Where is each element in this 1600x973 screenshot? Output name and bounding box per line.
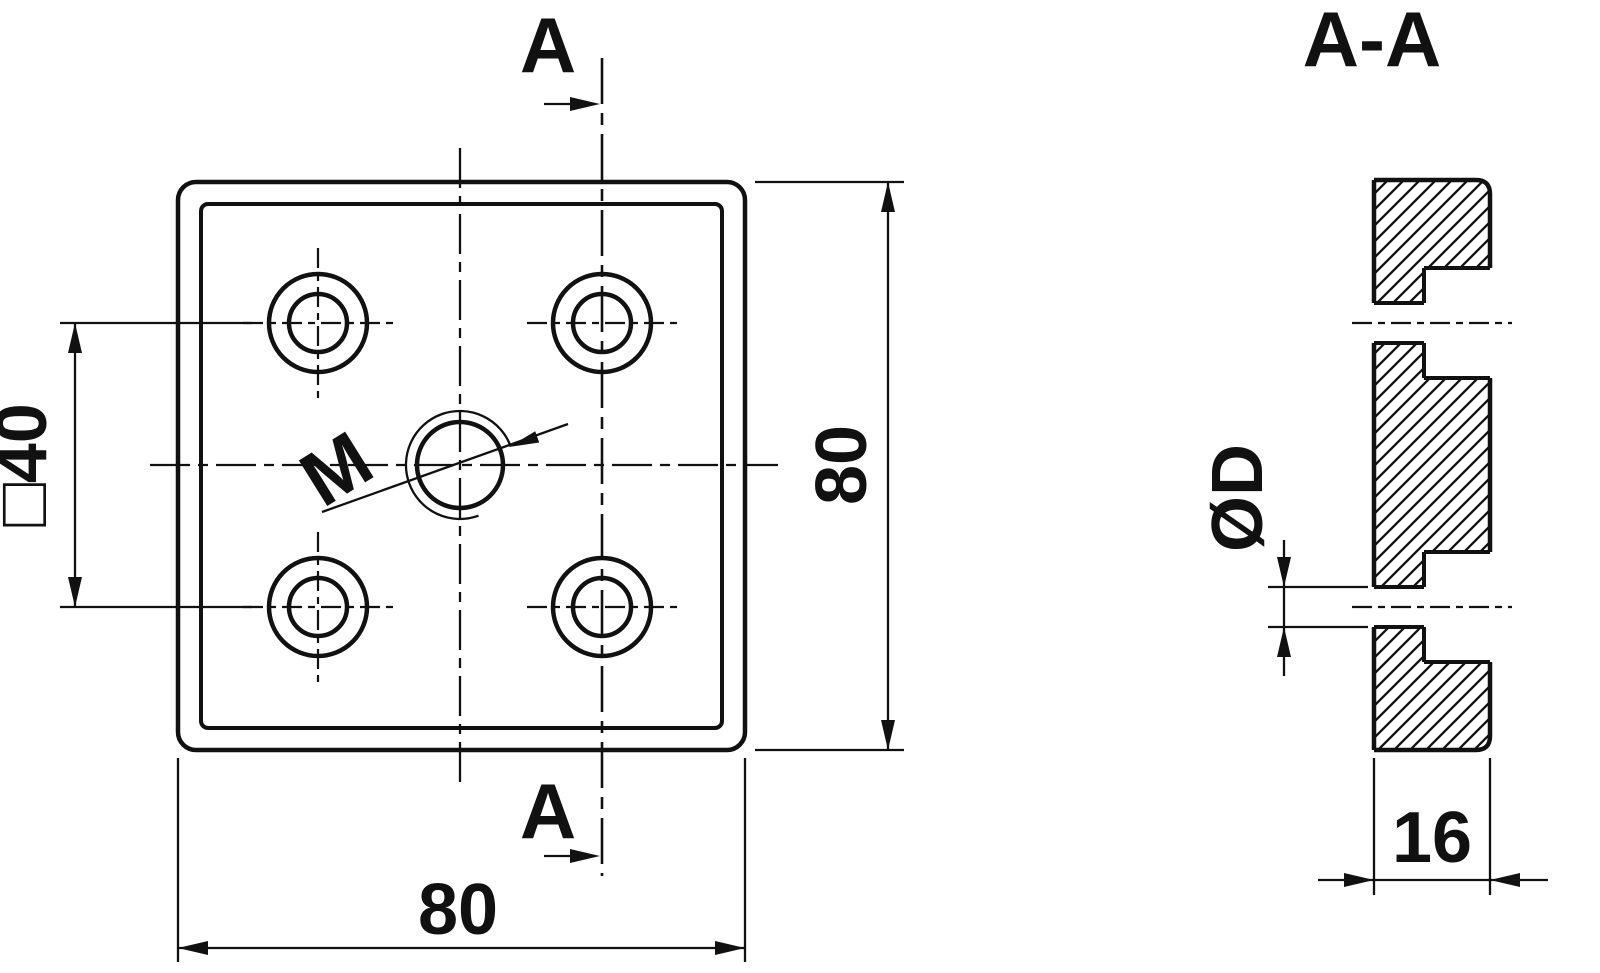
plate-inner-outline bbox=[199, 202, 724, 730]
section-outline bbox=[1371, 177, 1493, 753]
hole-bottom-right bbox=[527, 555, 677, 659]
dim-width-80-label: 80 bbox=[418, 870, 498, 950]
dim-thickness-16-label: 16 bbox=[1392, 798, 1472, 878]
section-view: A-A bbox=[1198, 0, 1548, 895]
dim-diameter-d-label: ØD bbox=[1198, 444, 1278, 552]
cut-arrow-bottom bbox=[544, 849, 600, 863]
dim-square-40-label: □40 bbox=[0, 403, 62, 527]
dim-height-80-label: 80 bbox=[802, 425, 882, 505]
dim-height-80: 80 bbox=[755, 180, 904, 752]
hole-top-left bbox=[243, 248, 393, 398]
dim-width-80: 80 bbox=[176, 758, 747, 962]
dim-diameter-d: ØD bbox=[1198, 444, 1368, 676]
cut-label-bottom: A bbox=[520, 767, 576, 855]
dim-square-40: □40 bbox=[0, 321, 252, 609]
plate-outer-outline bbox=[175, 179, 748, 753]
cut-arrow-top bbox=[544, 97, 600, 111]
center-threaded-hole bbox=[404, 409, 512, 521]
hole-bottom-left bbox=[243, 532, 393, 682]
section-counterbore-top bbox=[1374, 266, 1490, 380]
dim-thickness-16: 16 bbox=[1318, 758, 1548, 895]
section-counterbore-bottom bbox=[1374, 550, 1490, 664]
cut-label-top: A bbox=[520, 1, 576, 89]
section-hatching bbox=[1374, 180, 1490, 750]
thread-label: M bbox=[285, 414, 387, 523]
thread-callout bbox=[321, 422, 569, 514]
hole-top-right bbox=[527, 271, 677, 375]
front-view: A A bbox=[0, 1, 904, 962]
section-title: A-A bbox=[1303, 0, 1442, 83]
